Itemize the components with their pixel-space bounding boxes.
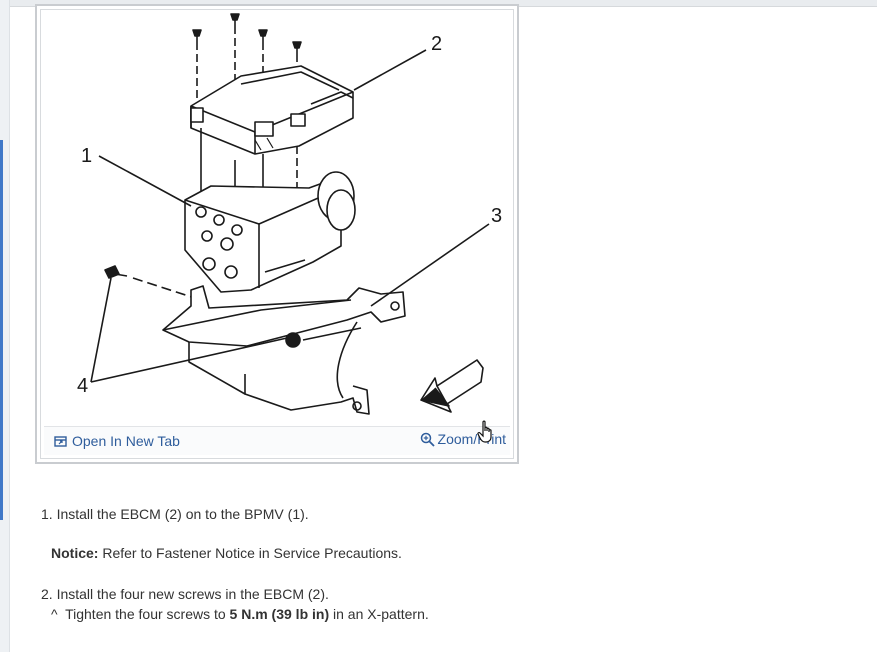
callout-1: 1 [81, 145, 92, 167]
substep-suffix: in an X-pattern. [329, 606, 429, 622]
notice-label: Notice: [51, 545, 99, 561]
instruction-step-2: 2. Install the four new screws in the EB… [41, 586, 329, 602]
torque-spec: 5 N.m (39 lb in) [229, 606, 330, 622]
fastener-notice: Notice: Refer to Fastener Notice in Serv… [51, 544, 402, 562]
instruction-substep-torque: ^ Tighten the four screws to 5 N.m (39 l… [51, 605, 429, 623]
mounting-bracket [162, 285, 406, 415]
ebcm-bpmv-exploded-diagram[interactable]: 2 1 3 4 [41, 10, 517, 430]
callout-2: 2 [431, 33, 442, 55]
front-direction-arrow [420, 359, 484, 413]
diagram-figure: 2 1 3 4 Open In New Tab [35, 4, 519, 464]
instruction-step-1: 1. Install the EBCM (2) on to the BPMV (… [41, 506, 309, 522]
notice-text: Refer to Fastener Notice in Service Prec… [98, 545, 402, 561]
callout-4: 4 [77, 375, 88, 397]
hand-pointer-cursor [477, 420, 492, 443]
mounting-screw [104, 265, 202, 301]
figure-footer-bar: Open In New Tab Zoom/Print [44, 426, 510, 455]
callout-3: 3 [491, 205, 502, 227]
bpmv-valve-body [184, 171, 356, 293]
substep-prefix: ^ Tighten the four screws to [51, 606, 230, 622]
left-accent-bar [0, 140, 3, 520]
screw-2 [230, 13, 240, 80]
ebcm-module [190, 65, 354, 155]
open-in-new-tab-link[interactable]: Open In New Tab [54, 433, 180, 449]
magnifier-plus-icon [420, 432, 435, 447]
open-in-new-tab-label: Open In New Tab [72, 433, 180, 449]
diagram-figure-inner: 2 1 3 4 Open In New Tab [40, 9, 514, 459]
open-new-tab-icon [54, 435, 67, 447]
left-panel-edge [0, 0, 10, 652]
screw-1 [192, 29, 202, 106]
